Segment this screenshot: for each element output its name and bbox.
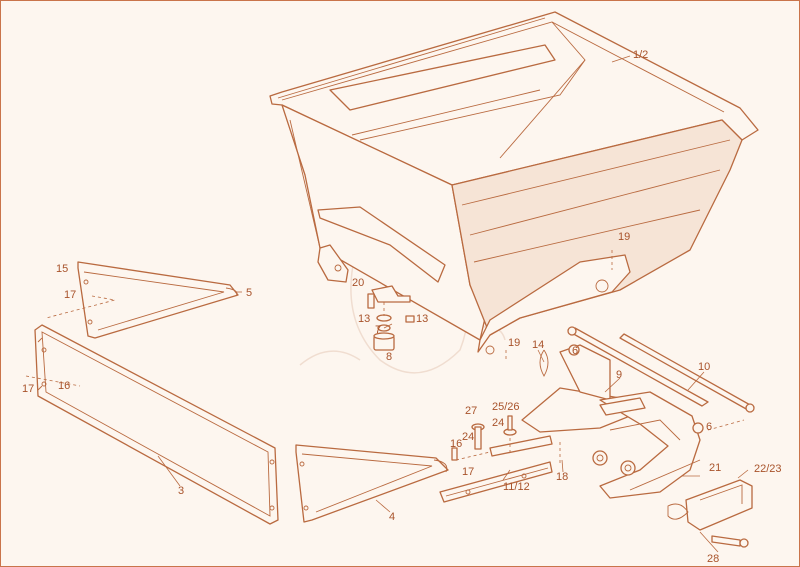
rails-11-12 [439,435,553,503]
label-3: 3 [178,485,184,497]
label-9: 9 [616,369,622,381]
label-5: 5 [246,287,252,299]
locking-pin-22-23 [667,479,753,548]
label-10: 10 [698,361,710,373]
label-19b: 19 [508,337,520,349]
clip-14 [539,349,549,377]
label-13b: 13 [416,313,428,325]
side-frame-5 [77,261,239,339]
label-28: 28 [707,553,719,565]
mount-frame-21 [521,344,701,499]
label-17a: 17 [64,289,76,301]
label-8: 8 [386,351,392,363]
callout-labels: 1/2 3 4 5 6 6 7 8 9 10 11/12 13 13 14 15… [22,49,782,565]
panel-3 [34,324,279,525]
label-21: 21 [709,462,721,474]
label-13a: 13 [358,313,370,325]
shafts-9-10 [567,326,755,434]
label-25-26: 25/26 [492,401,520,413]
hopper-body [269,11,759,355]
label-27: 27 [465,405,477,417]
label-6a: 6 [572,345,578,357]
label-17b: 17 [22,383,34,395]
bolts-24-27 [451,415,517,461]
label-24a: 24 [462,431,474,443]
leader-lines [157,55,749,553]
side-frame-4 [295,444,449,523]
label-16a: 16 [58,380,70,392]
label-11-12: 11/12 [503,481,530,493]
label-16b: 16 [450,438,462,450]
label-19a: 19 [618,231,630,243]
label-20: 20 [352,277,364,289]
label-7: 7 [375,324,381,336]
label-17c: 17 [462,466,474,478]
label-6b: 6 [706,421,712,433]
assembly-guides [25,250,745,466]
label-14: 14 [532,339,544,351]
label-24b: 24 [492,417,504,429]
label-18: 18 [556,471,568,483]
label-15: 15 [56,263,68,275]
label-4: 4 [389,511,395,523]
label-22-23: 22/23 [754,463,782,475]
hinge-hardware [367,285,415,351]
label-1-2: 1/2 [633,49,648,61]
